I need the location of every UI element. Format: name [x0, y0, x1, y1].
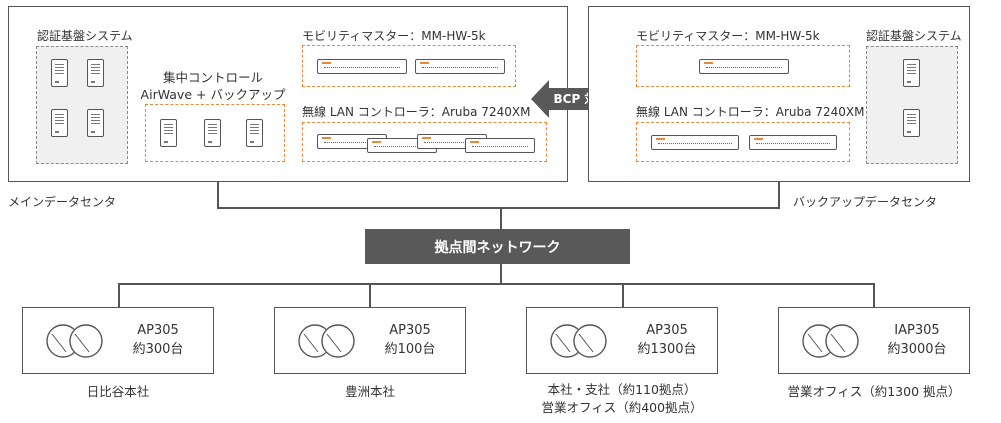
site-label-sales-offices-1300: 営業オフィス（約1300 拠点）: [787, 384, 961, 399]
backup-wlan-controller-label: 無線 LAN コントローラ：Aruba 7240XM: [636, 105, 865, 119]
server-icon: [903, 109, 920, 137]
backup-datacenter-label: バックアップデータセンタ: [793, 195, 938, 209]
site-ap-count: 約100台: [384, 342, 436, 357]
server-icon: [246, 119, 263, 147]
site-label-branches: 本社・支社（約110拠点）: [547, 382, 697, 397]
server-icon: [160, 119, 177, 147]
main-mobility-master-group: [302, 45, 516, 87]
connector-line: [118, 283, 120, 308]
central-control-group: [145, 104, 285, 162]
connector-line: [500, 264, 502, 284]
site-label-toyosu: 豊洲本社: [344, 384, 395, 399]
access-point-icon: [46, 324, 103, 358]
site-label-sales-offices: 営業オフィス（約400拠点）: [541, 400, 703, 415]
connector-line: [118, 283, 875, 285]
server-icon: [87, 109, 104, 137]
site-ap-count: 約300台: [132, 342, 184, 357]
backup-wlan-controller-group: [636, 122, 850, 162]
server-icon: [51, 59, 68, 87]
appliance-icon: [465, 138, 535, 153]
server-icon: [204, 119, 221, 147]
appliance-icon: [699, 59, 789, 74]
central-control-label: 集中コントロール: [162, 70, 263, 85]
access-point-icon: [298, 324, 355, 358]
site-label-hibiya: 日比谷本社: [86, 384, 150, 399]
site-box-toyosu: AP305 約100台: [274, 307, 466, 374]
network-label: 拠点間ネットワーク: [434, 239, 561, 256]
main-auth-label: 認証基盤システム: [37, 29, 133, 43]
appliance-icon: [651, 135, 739, 150]
main-wlan-controller-group: [302, 122, 547, 162]
site-ap-count: 約1300台: [637, 342, 697, 357]
connector-line: [622, 283, 624, 308]
appliance-icon: [317, 59, 407, 74]
airwave-backup-label: AirWave + バックアップ: [140, 87, 286, 102]
site-box-hibiya: AP305 約300台: [22, 307, 214, 374]
site-ap-model: AP305: [137, 323, 179, 338]
site-ap-model: IAP305: [894, 323, 940, 338]
connector-line: [778, 182, 780, 209]
appliance-icon: [415, 59, 505, 74]
appliance-icon: [749, 135, 837, 150]
server-icon: [87, 59, 104, 87]
connector-line: [500, 207, 502, 230]
server-icon: [51, 109, 68, 137]
server-icon: [903, 59, 920, 87]
site-box-sales-offices: IAP305 約3000台: [778, 307, 970, 374]
backup-auth-label: 認証基盤システム: [866, 29, 962, 43]
main-wlan-controller-label: 無線 LAN コントローラ：Aruba 7240XM: [302, 105, 531, 119]
backup-mobility-master-label: モビリティマスター：MM-HW-5k: [636, 29, 820, 43]
main-datacenter-label: メインデータセンタ: [8, 195, 117, 209]
site-ap-model: AP305: [389, 323, 431, 338]
site-ap-model: AP305: [646, 323, 688, 338]
access-point-icon: [550, 324, 607, 358]
connector-line: [369, 283, 371, 308]
backup-auth-system-group: [866, 46, 958, 164]
connector-line: [217, 207, 780, 209]
main-auth-system-group: [36, 46, 128, 164]
site-ap-count: 約3000台: [887, 342, 947, 357]
backup-mobility-master-group: [636, 45, 850, 87]
connector-line: [873, 283, 875, 308]
inter-site-network-bar: 拠点間ネットワーク: [365, 229, 630, 264]
access-point-icon: [802, 324, 859, 358]
site-box-branches: AP305 約1300台: [526, 307, 718, 374]
connector-line: [217, 182, 219, 209]
main-mobility-master-label: モビリティマスター：MM-HW-5k: [302, 29, 486, 43]
